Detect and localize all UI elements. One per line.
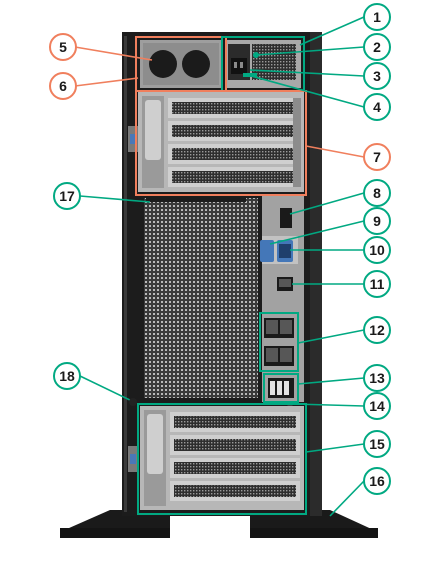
callout-7: 7 (363, 143, 391, 171)
callout-1-label: 1 (373, 9, 381, 25)
callout-11: 11 (363, 270, 391, 298)
callout-14: 14 (363, 392, 391, 420)
callout-12: 12 (363, 316, 391, 344)
callout-15: 15 (363, 430, 391, 458)
callout-13: 13 (363, 364, 391, 392)
callout-18-label: 18 (59, 368, 75, 384)
callout-16-label: 16 (369, 473, 385, 489)
callout-13-label: 13 (369, 370, 385, 386)
callout-7-label: 7 (373, 149, 381, 165)
callout-3: 3 (363, 62, 391, 90)
callout-9-label: 9 (373, 213, 381, 229)
vent-grille (144, 198, 258, 398)
callout-1: 1 (363, 3, 391, 31)
callout-6-label: 6 (59, 78, 67, 94)
io-panel (260, 196, 304, 407)
pcie-cage-lower (140, 406, 304, 510)
callout-8: 8 (363, 179, 391, 207)
highlight-nic-ports (259, 312, 299, 372)
callout-4-label: 4 (373, 99, 381, 115)
callout-4: 4 (363, 93, 391, 121)
callout-5: 5 (49, 33, 77, 61)
callout-15-label: 15 (369, 436, 385, 452)
callout-16: 16 (363, 467, 391, 495)
highlight-pcie-lower (137, 403, 307, 515)
callout-10-label: 10 (369, 242, 385, 258)
callout-14-label: 14 (369, 398, 385, 414)
callout-18: 18 (53, 362, 81, 390)
callout-11-label: 11 (370, 276, 385, 292)
callout-2-label: 2 (373, 39, 381, 55)
callout-10: 10 (363, 236, 391, 264)
callout-17: 17 (53, 182, 81, 210)
callout-8-label: 8 (373, 185, 381, 201)
callout-9: 9 (363, 207, 391, 235)
callout-17-label: 17 (59, 188, 75, 204)
callout-2: 2 (363, 33, 391, 61)
psu-blank (140, 40, 222, 88)
callout-12-label: 12 (369, 322, 385, 338)
highlight-pcie-upper (135, 90, 307, 196)
leader-lines (74, 16, 365, 517)
callout-5-label: 5 (59, 39, 67, 55)
callout-6: 6 (49, 72, 77, 100)
power-supply (225, 40, 301, 88)
callout-3-label: 3 (373, 68, 381, 84)
pcie-cage-upper (138, 92, 304, 192)
highlight-usb (263, 373, 299, 403)
